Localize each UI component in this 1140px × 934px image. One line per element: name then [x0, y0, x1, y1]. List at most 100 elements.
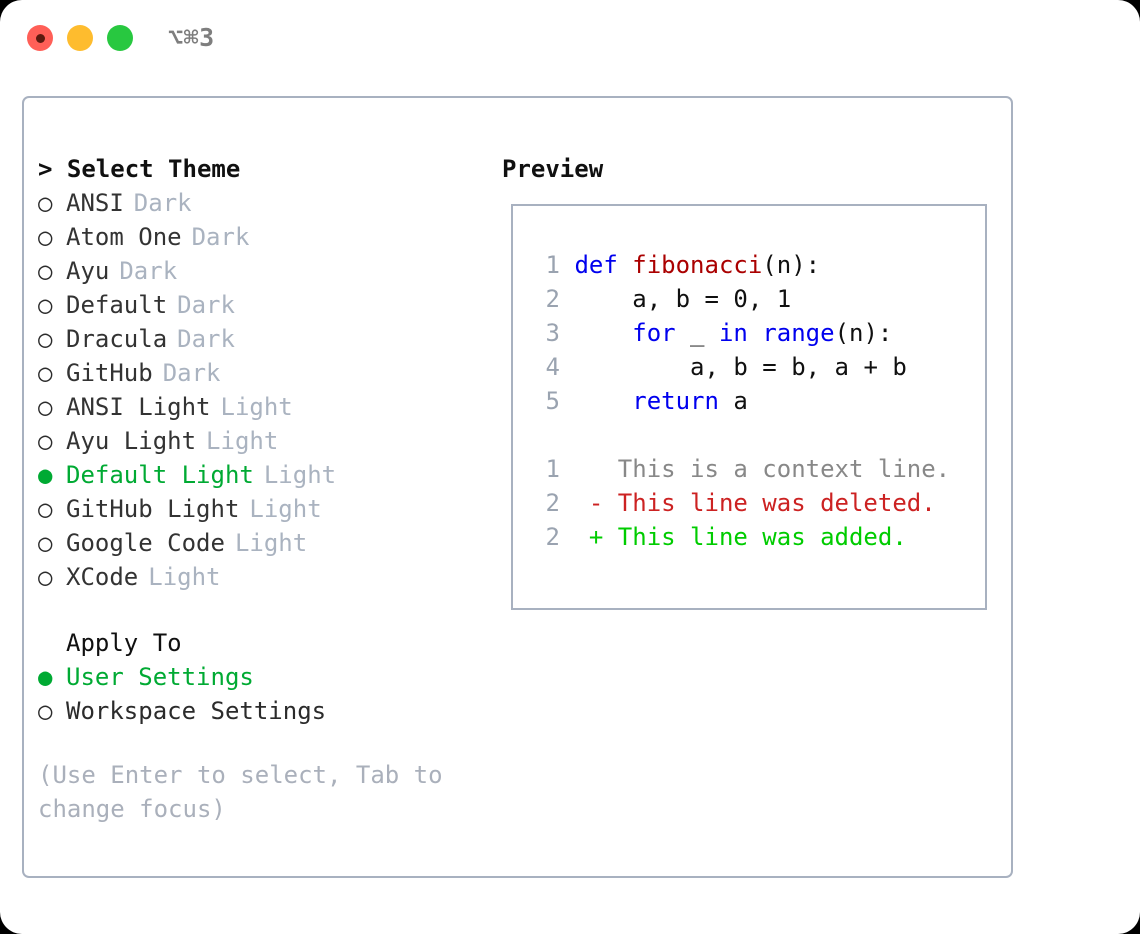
code-token: for — [632, 319, 676, 347]
theme-name-label: Default Light — [66, 461, 254, 489]
theme-name-label: Atom One — [66, 223, 182, 251]
line-number: 2 — [545, 489, 560, 517]
code-token: a, b = 0, 1 — [574, 285, 792, 313]
theme-name-label: Default — [66, 291, 168, 319]
radio-unselected-icon[interactable]: ○ — [38, 359, 53, 387]
code-token: fibonacci — [632, 251, 763, 279]
radio-selected-icon[interactable]: ● — [38, 663, 53, 691]
code-line: 3 for _ in range(n): — [534, 316, 950, 350]
theme-name-label: XCode — [66, 563, 139, 591]
theme-list-item[interactable]: ○ Ayu Light Light — [38, 424, 498, 458]
code-token: a, b = b, a + b — [574, 353, 907, 381]
line-number: 1 — [545, 455, 560, 483]
theme-kind-badge: Dark — [191, 223, 250, 251]
code-token: _ — [675, 319, 719, 347]
theme-list-item[interactable]: ○ XCode Light — [38, 560, 498, 594]
code-token: a — [718, 387, 748, 415]
theme-name-label: ANSI Light — [66, 393, 211, 421]
radio-unselected-icon[interactable]: ○ — [38, 427, 53, 455]
theme-name-label: Ayu Light — [66, 427, 197, 455]
theme-name-label: Ayu — [66, 257, 110, 285]
theme-kind-badge: Light — [263, 461, 337, 489]
code-token — [748, 319, 762, 347]
diff-text: This is a context line. — [560, 455, 951, 483]
apply-to-label: Workspace Settings — [66, 697, 327, 725]
radio-unselected-icon[interactable]: ○ — [38, 563, 53, 591]
select-theme-heading: > Select Theme — [38, 155, 241, 183]
preview-heading: Preview — [502, 155, 604, 183]
theme-list-item[interactable]: ○ ANSI Dark — [38, 186, 498, 220]
diff-line: 1 This is a context line. — [534, 452, 951, 486]
close-icon — [35, 33, 45, 43]
line-number: 4 — [545, 353, 560, 381]
apply-to-list[interactable]: ●User Settings ○ Workspace Settings — [38, 660, 498, 728]
line-number: 1 — [545, 251, 560, 279]
line-number: 3 — [545, 319, 560, 347]
theme-kind-badge: Light — [234, 529, 308, 557]
theme-kind-badge: Light — [249, 495, 322, 523]
theme-list-item[interactable]: ● Default Light Light — [38, 458, 498, 492]
theme-list-item[interactable]: ○ Atom One Dark — [38, 220, 498, 254]
radio-unselected-icon[interactable]: ○ — [38, 223, 53, 251]
theme-list-item[interactable]: ○ ANSI Light Light — [38, 390, 498, 424]
code-line: 4 a, b = b, a + b — [534, 350, 950, 384]
code-line: 1 def fibonacci(n): — [534, 248, 950, 282]
close-window-button[interactable] — [27, 25, 53, 51]
theme-list-item[interactable]: ○ Dracula Dark — [38, 322, 498, 356]
theme-kind-badge: Dark — [177, 291, 235, 319]
title-bar: ⌥⌘3 — [0, 0, 1140, 78]
theme-kind-badge: Dark — [177, 325, 235, 353]
minimize-window-button[interactable] — [67, 25, 93, 51]
code-token: (n): — [834, 319, 893, 347]
theme-kind-badge: Light — [220, 393, 293, 421]
radio-unselected-icon[interactable]: ○ — [38, 291, 53, 319]
diff-line: 2 - This line was deleted. — [534, 486, 950, 520]
apply-to-heading: Apply To — [66, 629, 182, 657]
theme-kind-badge: Light — [148, 563, 221, 591]
code-token: in — [718, 319, 748, 347]
code-token: return — [632, 387, 719, 415]
theme-name-label: Dracula — [66, 325, 168, 353]
code-line: 5 return a — [534, 384, 950, 418]
code-line: 2 a, b = 0, 1 — [534, 282, 950, 316]
theme-name-label: Google Code — [66, 529, 225, 557]
line-number: 5 — [545, 387, 560, 415]
diff-text: + This line was added. — [560, 523, 907, 551]
radio-selected-icon[interactable]: ● — [38, 461, 53, 489]
radio-unselected-icon[interactable]: ○ — [38, 529, 53, 557]
line-number: 2 — [545, 285, 560, 313]
radio-unselected-icon[interactable]: ○ — [38, 495, 53, 523]
radio-unselected-icon[interactable]: ○ — [38, 189, 53, 217]
code-token — [574, 319, 632, 347]
theme-list-item[interactable]: ○ Google Code Light — [38, 526, 498, 560]
radio-unselected-icon[interactable]: ○ — [38, 325, 53, 353]
radio-unselected-icon[interactable]: ○ — [38, 257, 53, 285]
theme-name-label: ANSI — [66, 189, 124, 217]
code-token: def — [574, 251, 633, 279]
theme-list-item[interactable]: ○ Default Dark — [38, 288, 498, 322]
theme-kind-badge: Dark — [133, 189, 192, 217]
radio-unselected-icon[interactable]: ○ — [38, 393, 53, 421]
code-token: (n): — [762, 251, 821, 279]
keyboard-hint-text: (Use Enter to select, Tab to change focu… — [38, 761, 443, 823]
diff-line: 2 + This line was added. — [534, 520, 950, 554]
apply-to-option[interactable]: ●User Settings — [38, 660, 498, 694]
keyboard-shortcut-label: ⌥⌘3 — [168, 23, 215, 52]
theme-name-label: GitHub — [66, 359, 153, 387]
radio-unselected-icon[interactable]: ○ — [38, 697, 53, 725]
theme-name-label: GitHub Light — [66, 495, 240, 523]
maximize-window-button[interactable] — [107, 25, 133, 51]
apply-to-option[interactable]: ○ Workspace Settings — [38, 694, 498, 728]
theme-list-item[interactable]: ○ GitHub Light Light — [38, 492, 498, 526]
theme-kind-badge: Light — [206, 427, 279, 455]
code-token: range — [762, 319, 835, 347]
code-spacer — [534, 418, 950, 452]
